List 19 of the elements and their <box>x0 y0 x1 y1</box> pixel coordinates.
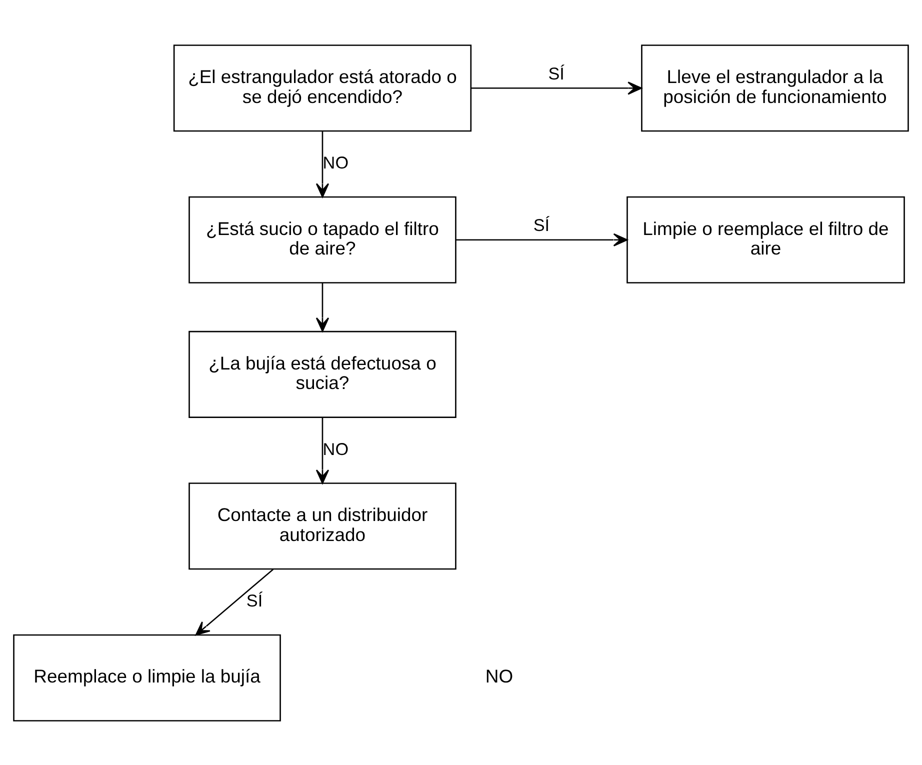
arrow <box>471 81 642 94</box>
edge-label: NO <box>322 438 349 458</box>
label: NO <box>485 665 514 686</box>
arrow <box>316 282 330 332</box>
node-box: ¿Está sucio o tapado el filtro de aire? <box>188 196 456 283</box>
edge-label: NO <box>322 152 349 172</box>
arrow <box>316 417 330 484</box>
arrow <box>195 568 274 636</box>
edge-label: SÍ <box>548 62 564 83</box>
node-box: Lleve el estrangulador a la posición de funcionamiento <box>641 44 909 132</box>
node-box: Limpie o reemplace el filtro de aire <box>626 196 905 283</box>
node-box: ¿El estrangulador está atorado o se dejó encendido? <box>173 44 472 132</box>
arrow <box>456 232 628 246</box>
arrow <box>316 130 330 198</box>
node-box: ¿La bujía está defectuosa o sucia? <box>188 330 456 418</box>
node-box: Contacte a un distribuidor autorizado <box>188 482 456 570</box>
edge-label: SÍ <box>533 214 550 235</box>
node-box: Reemplace o limpie la bujía <box>13 634 281 721</box>
edge-label: SÍ <box>246 590 263 610</box>
